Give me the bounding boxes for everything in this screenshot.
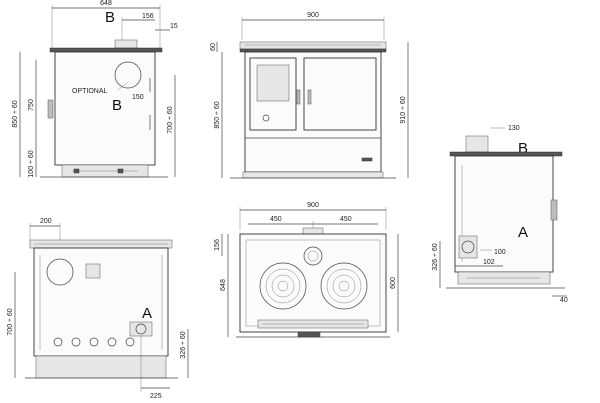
dim-side-body-height: 750 (28, 99, 35, 111)
marker-a-rear: A (142, 305, 152, 322)
dim-right-flue-dia: 130 (508, 125, 520, 132)
label-optional: OPTIONAL (72, 88, 108, 95)
front-view: 900 60 850 ÷ 60 910 ÷ 60 (210, 12, 409, 179)
dim-side-top-flue: 156 (142, 13, 154, 20)
dim-top-depth-right: 600 (390, 277, 397, 289)
dim-rear-height: 700 ÷ 60 (7, 308, 14, 335)
dim-side-base-height: 100 ÷ 60 (28, 150, 35, 177)
dim-top-half-left: 450 (270, 216, 282, 223)
dim-side-depth: 648 (100, 0, 112, 7)
dim-front-height: 850 ÷ 60 (214, 101, 221, 128)
dim-rear-outlet-height: 326 ÷ 60 (180, 331, 187, 358)
dim-top-width: 900 (307, 202, 319, 209)
dim-side-flue-dia: 150 (132, 94, 144, 101)
dim-front-width: 900 (307, 12, 319, 19)
dim-side-flue-height: 700 ÷ 60 (167, 106, 174, 133)
marker-b-right: B (518, 140, 528, 157)
dim-front-top: 60 (210, 43, 217, 51)
dim-front-total-height: 910 ÷ 60 (400, 96, 407, 123)
dim-top-depth-left: 648 (220, 279, 227, 291)
dim-right-outlet-dia: 100 (494, 249, 506, 256)
side-view: 648 156 15 B OPTIONAL B 150 850 ÷ (12, 0, 178, 178)
dim-top-half-right: 450 (340, 216, 352, 223)
rear-view: 200 A 700 ÷ 60 326 ÷ 60 225 (7, 218, 189, 400)
marker-a-right: A (518, 224, 528, 241)
marker-b-side-body: B (112, 97, 122, 114)
dim-right-outlet-depth: 102 (483, 259, 495, 266)
dim-top-flue-depth: 156 (214, 239, 221, 251)
dim-right-outlet-height: 326 ÷ 60 (432, 243, 439, 270)
dim-rear-outlet-x: 225 (150, 393, 162, 400)
top-view: 900 450 450 156 648 600 (214, 202, 399, 338)
dim-rear-offset: 200 (40, 218, 52, 225)
right-side-view: 130 B A 100 102 326 ÷ 60 40 (432, 125, 568, 304)
marker-b-side-top: B (105, 9, 115, 26)
dim-side-height: 850 ÷ 60 (12, 100, 19, 127)
dim-right-foot: 40 (560, 297, 568, 304)
dim-side-top-gap: 15 (170, 23, 178, 30)
